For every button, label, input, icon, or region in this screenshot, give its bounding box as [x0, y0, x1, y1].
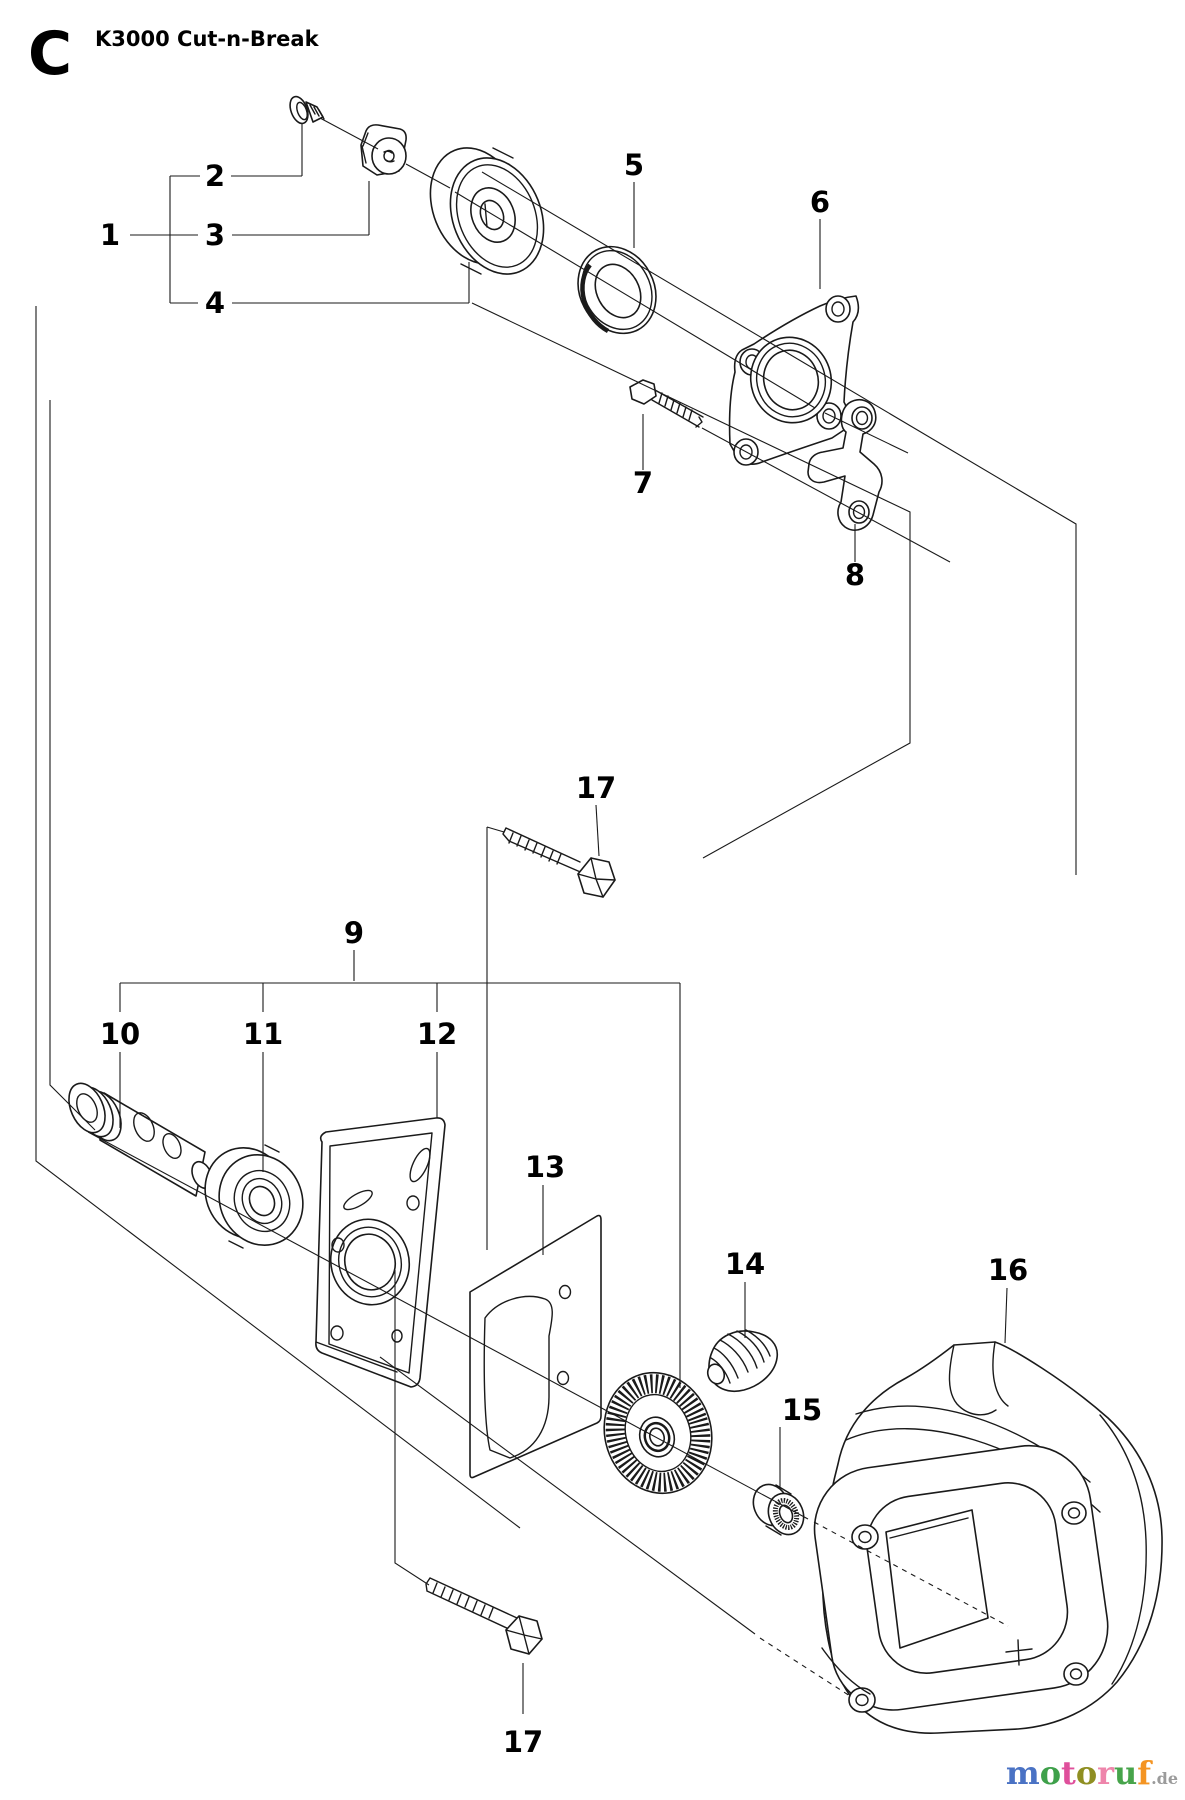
part-hex-bolt-17-bottom [425, 1577, 543, 1655]
callout-4: 4 [205, 286, 225, 320]
wm-suffix: .de [1151, 1769, 1178, 1788]
callout-12: 12 [417, 1017, 457, 1051]
section-letter: C [28, 19, 72, 89]
ring-gear [603, 1371, 713, 1495]
callout-17-top: 17 [576, 771, 616, 805]
leader-lines [119, 124, 1008, 1714]
part-screw-2 [289, 95, 325, 125]
frame-lines [35, 171, 1077, 1529]
callout-1: 1 [100, 218, 120, 252]
part-pinion-14 [706, 1329, 779, 1392]
wm-letter: m [1006, 1754, 1040, 1792]
callout-13: 13 [525, 1150, 565, 1184]
callout-3: 3 [205, 218, 225, 252]
wm-letter: o [1076, 1754, 1097, 1792]
part-shaft-10 [68, 1082, 213, 1197]
callouts: 1 2 3 4 5 6 7 8 9 10 11 12 13 14 15 16 1… [100, 148, 1028, 1759]
callout-11: 11 [243, 1017, 283, 1051]
part-seal-5 [577, 245, 657, 335]
watermark-logo: motoruf.de [1006, 1754, 1178, 1792]
part-bracket-8 [807, 399, 883, 531]
wm-letter: u [1114, 1754, 1137, 1792]
wm-letter: o [1040, 1754, 1061, 1792]
axis-lines [87, 117, 1009, 1697]
wm-letter: f [1137, 1754, 1153, 1792]
callout-16: 16 [988, 1253, 1028, 1287]
callout-2: 2 [205, 159, 225, 193]
callout-15: 15 [782, 1393, 822, 1427]
callout-10: 10 [100, 1017, 140, 1051]
callout-14: 14 [725, 1247, 765, 1281]
part-bearing-11 [204, 1144, 304, 1249]
part-nut-3 [360, 124, 407, 176]
page-title: K3000 Cut-n-Break [95, 27, 320, 51]
part-flange-6 [728, 295, 860, 466]
callout-9: 9 [344, 916, 364, 950]
callout-17-bottom: 17 [503, 1725, 543, 1759]
part-hex-bolt-17-top [502, 827, 616, 898]
part-housing-16 [813, 1341, 1163, 1734]
callout-7: 7 [633, 466, 653, 500]
wm-letter: t [1061, 1754, 1076, 1792]
callout-6: 6 [810, 185, 830, 219]
wm-letter: r [1097, 1754, 1115, 1792]
callout-5: 5 [624, 148, 644, 182]
callout-8: 8 [845, 558, 865, 592]
part-flange-12 [315, 1117, 446, 1388]
part-bolt-7 [629, 379, 704, 428]
part-gasket-13 [469, 1214, 602, 1479]
part-needle-bearing-15 [752, 1483, 805, 1536]
